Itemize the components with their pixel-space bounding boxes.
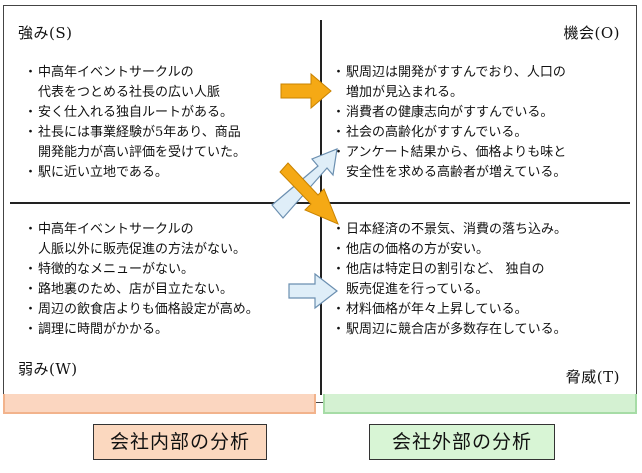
threats-list: 日本経済の不景気、消費の落ち込み。他店の価格の方が安い。他店は特定日の割引など、… <box>332 220 632 340</box>
threats-label: 脅威(T) <box>565 368 620 386</box>
opportunities-label: 機会(O) <box>563 24 620 42</box>
list-item: 調理に時間がかかる。 <box>24 320 309 340</box>
weaknesses-label: 弱み(W) <box>18 360 78 378</box>
list-item-line: アンケート結果から、価格よりも味と <box>346 145 567 160</box>
list-item-line: 消費者の健康志向がすすんでいる。 <box>346 105 554 120</box>
internal-bracket <box>3 394 316 414</box>
list-item-line: 人脈以外に販売促進の方法がない。 <box>38 242 247 257</box>
list-item: 日本経済の不景気、消費の落ち込み。 <box>332 220 632 240</box>
list-item-line: 中高年イベントサークルの <box>38 222 194 237</box>
weaknesses-list: 中高年イベントサークルの人脈以外に販売促進の方法がない。特徴的なメニューがない。… <box>24 220 309 340</box>
list-item-line: 社長には事業経験が5年あり、商品 <box>38 125 241 140</box>
arrow-s-to-o <box>280 72 332 110</box>
list-item: 特徴的なメニューがない。 <box>24 260 309 280</box>
list-item-line: 他店は特定日の割引など、 独自の <box>346 262 545 277</box>
list-item: 駅周辺に競合店が多数存在している。 <box>332 320 632 340</box>
list-item-line: 安全性を求める高齢者が増えている。 <box>346 165 567 180</box>
list-item: 安く仕入れる独自ルートがある。 <box>24 103 309 123</box>
list-item: 路地裏のため、店が目立たない。 <box>24 280 309 300</box>
external-analysis-label: 会社外部の分析 <box>369 424 555 460</box>
list-item-line: 駅に近い立地である。 <box>38 165 168 180</box>
list-item-line: 路地裏のため、店が目立たない。 <box>38 282 234 297</box>
list-item: 周辺の飲食店よりも価格設定が高め。 <box>24 300 309 320</box>
strengths-label: 強み(S) <box>18 24 73 42</box>
list-item-line: 材料価格が年々上昇している。 <box>346 302 528 317</box>
list-item-line: 安く仕入れる独自ルートがある。 <box>38 105 234 120</box>
list-item: 消費者の健康志向がすすんでいる。 <box>332 103 632 123</box>
strengths-list: 中高年イベントサークルの代表をつとめる社長の広い人脈安く仕入れる独自ルートがある… <box>24 63 309 183</box>
list-item-line: 代表をつとめる社長の広い人脈 <box>38 85 221 100</box>
diagonal-arrow-s-to-t <box>279 162 339 225</box>
list-item-line: 増加が見込まれる。 <box>346 85 464 100</box>
list-item: 材料価格が年々上昇している。 <box>332 300 632 320</box>
list-item-line: 周辺の飲食店よりも価格設定が高め。 <box>38 302 259 317</box>
opportunities-list: 駅周辺は開発がすすんでおり、人口の増加が見込まれる。消費者の健康志向がすすんでい… <box>332 63 632 183</box>
list-item-line: 調理に時間がかかる。 <box>38 322 169 337</box>
list-item: 社会の高齢化がすすんでいる。 <box>332 123 632 143</box>
list-item: 駅に近い立地である。 <box>24 163 309 183</box>
list-item-line: 駅周辺に競合店が多数存在している。 <box>346 322 567 337</box>
list-item-line: 開発能力が高い評価を受けていた。 <box>38 145 247 160</box>
list-item-line: 販売促進を行っている。 <box>346 282 489 297</box>
list-item-line: 日本経済の不景気、消費の落ち込み。 <box>346 222 568 237</box>
list-item-line: 他店の価格の方が安い。 <box>346 242 490 257</box>
list-item: 他店の価格の方が安い。 <box>332 240 632 260</box>
arrow-w-to-t <box>288 272 338 310</box>
list-item-line: 社会の高齢化がすすんでいる。 <box>346 125 528 140</box>
list-item-line: 駅周辺は開発がすすんでおり、人口の <box>346 65 566 80</box>
list-item-line: 中高年イベントサークルの <box>38 65 194 80</box>
internal-analysis-label: 会社内部の分析 <box>93 424 267 460</box>
external-bracket <box>323 394 637 414</box>
list-item-line: 特徴的なメニューがない。 <box>38 262 195 277</box>
